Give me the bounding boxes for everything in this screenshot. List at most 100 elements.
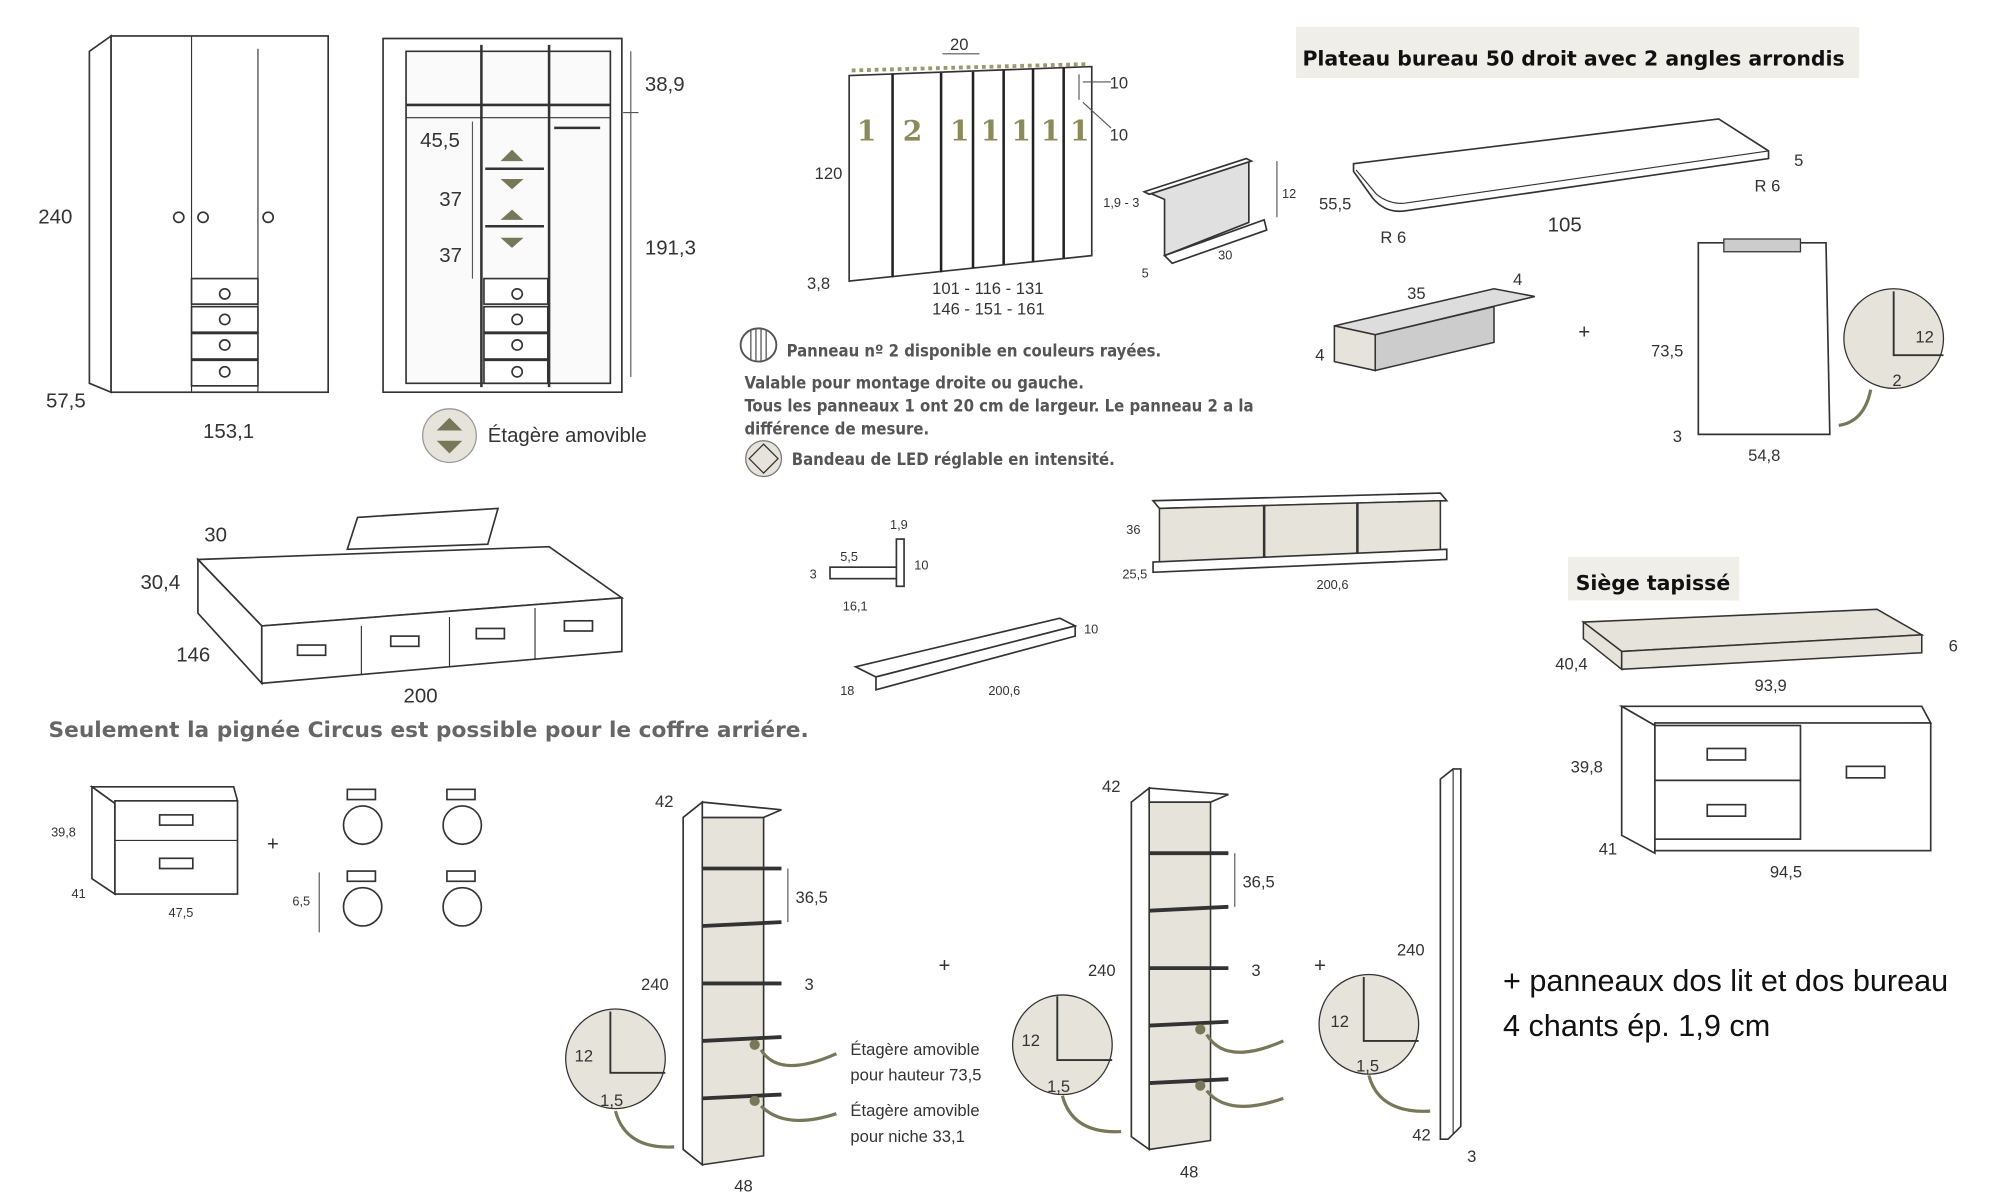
groove-depth: 1,5: [1356, 1057, 1379, 1076]
top-compartment-height: 38,9: [645, 74, 685, 96]
angle-width: 4: [1513, 270, 1522, 289]
shelf-base-thickness: 3: [810, 567, 817, 582]
seat-thickness: 6: [1949, 636, 1958, 655]
led-strip-icon: [745, 440, 783, 478]
bookcase-width: 48: [1180, 1163, 1198, 1182]
desk-radius-left: R 6: [1380, 228, 1406, 247]
panel-number: 2: [903, 115, 923, 148]
panel-thickness: 3: [1673, 427, 1682, 446]
panel-number: 1: [1041, 115, 1061, 148]
storage-bed: [196, 507, 625, 686]
bookcase-1: [565, 800, 838, 1167]
lower-compartment-height: 191,3: [645, 237, 696, 259]
led-offset-dim-1: 10: [1110, 73, 1128, 92]
desk-depth: 55,5: [1319, 195, 1351, 214]
angle-bracket: [1333, 288, 1536, 372]
seat-depth: 40,4: [1555, 654, 1587, 673]
groove-height: 12: [1915, 327, 1933, 346]
bed-handle-note: Seulement la pignée Circus est possible …: [49, 718, 809, 743]
removable-shelf-icon: [422, 408, 477, 464]
wardrobe-open: [382, 37, 639, 394]
rail-height: 45,5: [420, 130, 460, 152]
bookcase-height: 240: [1088, 961, 1116, 980]
upholstered-seat: [1581, 608, 1925, 671]
shelf-note-1-line-1: Étagère amovible: [850, 1040, 979, 1059]
shelf-height: 10: [914, 558, 928, 573]
wall-shelf-unit: [1151, 492, 1449, 574]
side-panel: [1318, 768, 1462, 1141]
seat-title: Siège tapissé: [1576, 571, 1730, 595]
desk-title-background: [1296, 27, 1860, 79]
shelf-length: 200,6: [988, 683, 1020, 698]
wardrobe-depth: 57,5: [46, 391, 86, 413]
wall-bracket: [1141, 157, 1278, 265]
plus-sign: +: [267, 834, 279, 856]
caster-height: 6,5: [292, 894, 310, 909]
panel-number: 1: [1070, 115, 1090, 148]
shelf-thickness: 3: [1251, 961, 1260, 980]
bookcase-2: [1011, 786, 1284, 1152]
edges-note: 4 chants ép. 1,9 cm: [1503, 1009, 1770, 1043]
bookcase-height: 240: [641, 975, 669, 994]
shelf-depth: 16,1: [843, 599, 868, 614]
bench-height: 39,8: [1571, 758, 1603, 777]
groove-depth: 1,5: [1047, 1077, 1070, 1096]
shelf-note-1-line-2: pour hauteur 73,5: [850, 1065, 981, 1084]
angle-length: 35: [1407, 284, 1425, 303]
small-wall-shelf: [829, 538, 1078, 691]
panel-width: 54,8: [1748, 446, 1780, 465]
seat-title-background: [1568, 556, 1740, 601]
led-offset-dim-2: 10: [1110, 126, 1128, 145]
bench-width: 94,5: [1770, 862, 1802, 881]
wardrobe-height: 240: [38, 207, 72, 229]
wall-shelf-depth: 25,5: [1122, 567, 1147, 582]
wall-shelf-height: 36: [1126, 522, 1140, 537]
wardrobe-closed: [88, 34, 329, 394]
wall-shelf-length: 200,6: [1317, 577, 1349, 592]
mounting-note: Valable pour montage droite ou gauche.: [744, 373, 1083, 392]
desk-radius-right: R 6: [1754, 177, 1780, 196]
caster-wheels: [318, 788, 483, 933]
desk-title: Plateau bureau 50 droit avec 2 angles ar…: [1302, 46, 1844, 70]
shelf-spacing-2: 37: [439, 245, 462, 267]
removable-shelf-legend: Étagère amovible: [488, 424, 647, 447]
groove-depth: 1,5: [600, 1091, 623, 1110]
bookcase-width: 48: [734, 1177, 752, 1196]
bookcase-depth: 42: [1102, 777, 1120, 796]
bracket-height: 12: [1282, 186, 1296, 201]
headboard-widths-1: 101 - 116 - 131: [932, 279, 1043, 298]
desk-width: 105: [1548, 214, 1582, 236]
led-strip-note: Bandeau de LED réglable en intensité.: [792, 450, 1115, 469]
bed-height: 30,4: [140, 572, 180, 594]
headboard-height: 120: [815, 164, 843, 183]
back-panels-note: + panneaux dos lit et dos bureau: [1503, 964, 1948, 998]
nightstand-width: 47,5: [169, 905, 194, 920]
striped-panel-icon: [739, 327, 778, 363]
bracket-depth: 5: [1142, 265, 1149, 280]
striped-panel-note: Panneau nº 2 disponible en couleurs rayé…: [787, 341, 1162, 360]
groove-depth: 2: [1892, 371, 1901, 390]
bookcase-depth: 42: [655, 792, 673, 811]
shelf-note-2-line-1: Étagère amovible: [850, 1101, 979, 1120]
headboard-panels: [848, 53, 1112, 283]
shelf-lip: 5,5: [840, 549, 858, 564]
headboard-thickness: 3,8: [807, 274, 830, 293]
groove-height: 12: [1331, 1012, 1349, 1031]
plus-sign: +: [1314, 955, 1326, 977]
seat-width: 93,9: [1754, 676, 1786, 695]
desk-thickness: 5: [1794, 151, 1803, 170]
headboard-widths-2: 146 - 151 - 161: [932, 299, 1045, 318]
shelf-depth-2: 18: [840, 683, 854, 698]
nightstand-height: 39,8: [51, 825, 76, 840]
panel-thickness: 3: [1467, 1147, 1476, 1166]
shelf-thickness: 1,9: [890, 517, 908, 532]
desk-top: [1352, 118, 1770, 213]
panel-height: 240: [1397, 940, 1425, 959]
panel-depth: 42: [1412, 1126, 1430, 1145]
storage-bench: [1618, 704, 1933, 855]
desk-leg-panel: [1697, 238, 1945, 436]
angle-height: 4: [1315, 345, 1324, 364]
bed-width: 146: [176, 645, 210, 667]
shelf-spacing: 36,5: [1242, 873, 1274, 892]
